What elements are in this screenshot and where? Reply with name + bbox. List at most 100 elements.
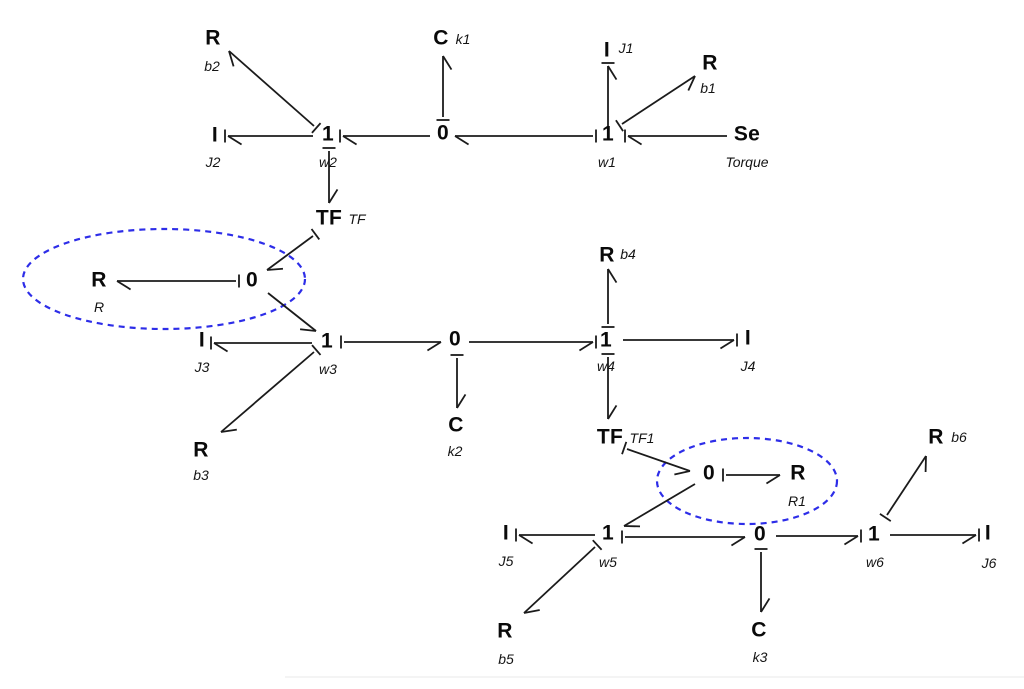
half-arrow-icon xyxy=(719,339,735,350)
bond-I_J1--1_w1 xyxy=(601,62,618,127)
causal-stroke xyxy=(615,119,624,132)
bond-1_w2--TF xyxy=(322,147,339,204)
element-label-R_b5: R xyxy=(497,619,513,643)
element-label-TF1: TF xyxy=(596,425,624,449)
bond-I_J5--1_w5 xyxy=(515,528,595,545)
half-arrow-icon xyxy=(213,342,229,353)
half-arrow-icon xyxy=(342,135,358,146)
bond-1_w4--TF1 xyxy=(601,353,618,420)
element-label-0_top: 0 xyxy=(437,121,449,145)
bond-TF--0_e1 xyxy=(266,228,320,271)
bond-R--0_e1 xyxy=(116,274,240,291)
bond-0_mid--1_w4 xyxy=(469,335,597,352)
bond-Se--1_w1 xyxy=(624,129,727,146)
bond-1_w5--0_bot xyxy=(621,530,746,547)
param-label-C_k2: k2 xyxy=(447,443,463,459)
bond-0_e2--1_w5 xyxy=(623,483,696,528)
param-label-I_J4: J4 xyxy=(740,358,756,374)
param-label-1_w5: w5 xyxy=(599,554,617,570)
bond-R_b5--1_w5 xyxy=(523,539,603,614)
half-arrow-icon xyxy=(116,280,132,291)
element-label-TF: TF xyxy=(315,206,343,230)
bond-line xyxy=(523,546,596,614)
half-arrow-icon xyxy=(607,268,618,284)
element-label-1_w1: 1 xyxy=(602,122,614,146)
element-label-I_J2: I xyxy=(211,123,219,147)
causal-stroke xyxy=(621,441,628,455)
half-arrow-icon xyxy=(227,135,243,146)
element-label-C_k3: C xyxy=(751,618,767,642)
half-arrow-icon xyxy=(426,341,442,352)
causal-stroke xyxy=(592,539,603,551)
bond-line xyxy=(886,455,927,516)
element-label-1_w2: 1 xyxy=(322,122,334,146)
bond-0_mid--C_k2 xyxy=(450,354,467,409)
element-label-1_w3: 1 xyxy=(321,329,333,353)
element-label-1_w5: 1 xyxy=(602,521,614,545)
param-label-C_k1: k1 xyxy=(455,31,471,47)
bond-0_e1--1_w3 xyxy=(267,292,317,332)
half-arrow-icon xyxy=(961,534,977,545)
param-label-I_J5: J5 xyxy=(498,553,514,569)
element-label-I_J5: I xyxy=(502,521,510,545)
bond-R_b3--1_w3 xyxy=(220,344,322,433)
element-label-R_b1: R xyxy=(702,51,718,75)
bond-R_b1--1_w1 xyxy=(615,75,696,132)
half-arrow-icon xyxy=(765,474,781,485)
bond-line xyxy=(228,50,315,127)
element-label-I_J3: I xyxy=(198,328,206,352)
causal-stroke xyxy=(879,513,892,522)
half-arrow-icon xyxy=(299,328,317,332)
bond-I_J2--1_w2 xyxy=(224,129,313,146)
element-label-Se: Se xyxy=(733,122,761,146)
bond-C_k1--0_top xyxy=(436,55,453,121)
element-label-1_w4: 1 xyxy=(600,328,612,352)
half-arrow-icon xyxy=(228,50,235,67)
bond-R_b6--1_w6 xyxy=(879,455,927,522)
half-arrow-icon xyxy=(760,597,771,613)
param-label-R_b5: b5 xyxy=(498,651,514,667)
bond-line xyxy=(626,448,691,472)
bond-0_bot--C_k3 xyxy=(754,548,771,613)
half-arrow-icon xyxy=(843,535,859,546)
bond-R_b4--1_w4 xyxy=(601,268,618,328)
param-label-R_b3: b3 xyxy=(193,467,209,483)
element-label-1_w6: 1 xyxy=(868,522,880,546)
param-label-TF: TF xyxy=(348,211,366,227)
param-label-1_w4: w4 xyxy=(597,358,615,374)
bond-1_w6--I_J6 xyxy=(890,528,980,545)
bond-I_J3--1_w3 xyxy=(210,336,312,353)
half-arrow-icon xyxy=(607,65,618,81)
param-label-I_J3: J3 xyxy=(194,359,210,375)
half-arrow-icon xyxy=(442,55,453,71)
causal-stroke xyxy=(311,344,322,356)
half-arrow-icon xyxy=(627,135,643,146)
half-arrow-icon xyxy=(454,135,470,146)
bond-0_top--1_w1 xyxy=(454,129,597,146)
bond-0_e2--R_R1 xyxy=(722,468,781,485)
half-arrow-icon xyxy=(518,534,534,545)
causal-stroke xyxy=(311,122,322,134)
element-label-0_e2: 0 xyxy=(703,461,715,485)
bond-line xyxy=(267,292,317,332)
bond-line xyxy=(623,483,696,527)
param-label-R_R1: R1 xyxy=(788,493,806,509)
highlight-ellipse-1 xyxy=(21,227,307,331)
bond-0_bot--1_w6 xyxy=(776,529,862,546)
element-label-R_b2: R xyxy=(205,26,221,50)
half-arrow-icon xyxy=(523,609,540,614)
causal-stroke xyxy=(310,228,320,240)
param-label-R_b2: b2 xyxy=(204,58,220,74)
half-arrow-icon xyxy=(456,393,467,409)
param-label-R_R: R xyxy=(93,299,105,315)
element-label-I_J1: I xyxy=(603,38,611,62)
param-label-1_w1: w1 xyxy=(598,154,616,170)
half-arrow-icon xyxy=(687,75,696,91)
param-label-I_J6: J6 xyxy=(981,555,997,571)
bond-TF1--0_e2 xyxy=(621,441,691,476)
element-label-R_R: R xyxy=(91,268,107,292)
param-label-1_w3: w3 xyxy=(319,361,337,377)
bond-line xyxy=(266,235,314,271)
